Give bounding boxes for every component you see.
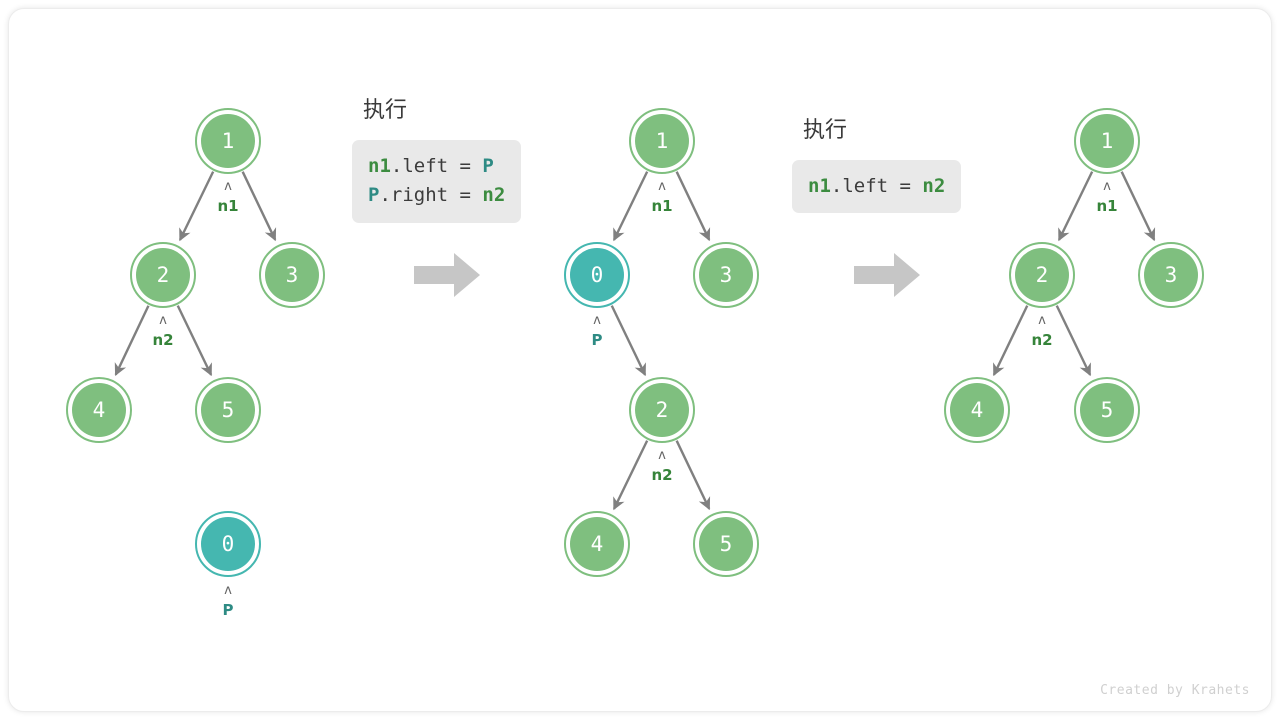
pointer-name: n1 [1096,197,1118,215]
caret-icon: ʌ [658,179,666,194]
node-value: 3 [719,262,733,287]
node-value: 2 [655,397,669,422]
pointer-label-n2: ʌ n2 [113,314,213,348]
pointer-label-n1: ʌ n1 [1057,180,1157,214]
node-value: 1 [1100,128,1114,153]
code-token: P [482,155,494,177]
step-transition-arrow-icon [414,252,480,298]
step-heading: 执行 [363,98,408,123]
caret-icon: ʌ [593,313,601,328]
pointer-name: n2 [1031,331,1053,349]
node-value: 5 [1100,397,1114,422]
code-line: P.right = n2 [368,181,505,210]
node-value: 1 [655,128,669,153]
code-token: n1 [368,155,391,177]
caret-icon: ʌ [1038,313,1046,328]
code-token: n2 [482,184,506,207]
code-token: .right = [379,184,483,207]
step-transition-arrow-icon [854,252,920,298]
node-value: 5 [221,397,235,422]
pointer-label-n2: ʌ n2 [612,449,712,483]
pointer-label-n2: ʌ n2 [992,314,1092,348]
node-value: 0 [221,531,235,556]
node-value: 2 [1035,262,1049,287]
pointer-name: P [591,331,603,349]
pointer-label-n1: ʌ n1 [178,180,278,214]
node-value: 4 [970,397,984,422]
node-value: 4 [92,397,106,422]
step-heading: 执行 [803,118,848,143]
pointer-name: P [222,601,234,619]
code-token: .left = [830,175,923,197]
code-block: n1.left = n2 [792,160,962,214]
credit-text: Created by Krahets [1100,683,1250,698]
code-line: n1.left = n2 [808,172,945,201]
caret-icon: ʌ [658,448,666,463]
caret-icon: ʌ [1103,179,1111,194]
pointer-label-n1: ʌ n1 [612,180,712,214]
pointer-name: n2 [152,331,174,349]
code-token: .left = [390,155,483,177]
node-value: 3 [285,262,299,287]
pointer-name: n1 [651,197,673,215]
code-token: n1 [808,175,831,197]
code-line: n1.left = P [368,152,505,181]
node-value: 3 [1164,262,1178,287]
caret-icon: ʌ [159,313,167,328]
caret-icon: ʌ [224,583,232,598]
node-value: 4 [590,531,604,556]
node-value: 5 [719,531,733,556]
code-token: n2 [922,175,946,197]
node-value: 0 [590,262,604,287]
pointer-name: n2 [651,466,673,484]
node-value: 1 [221,128,235,153]
code-token: P [368,184,380,207]
pointer-name: n1 [217,197,239,215]
node-value: 2 [156,262,170,287]
caret-icon: ʌ [224,179,232,194]
